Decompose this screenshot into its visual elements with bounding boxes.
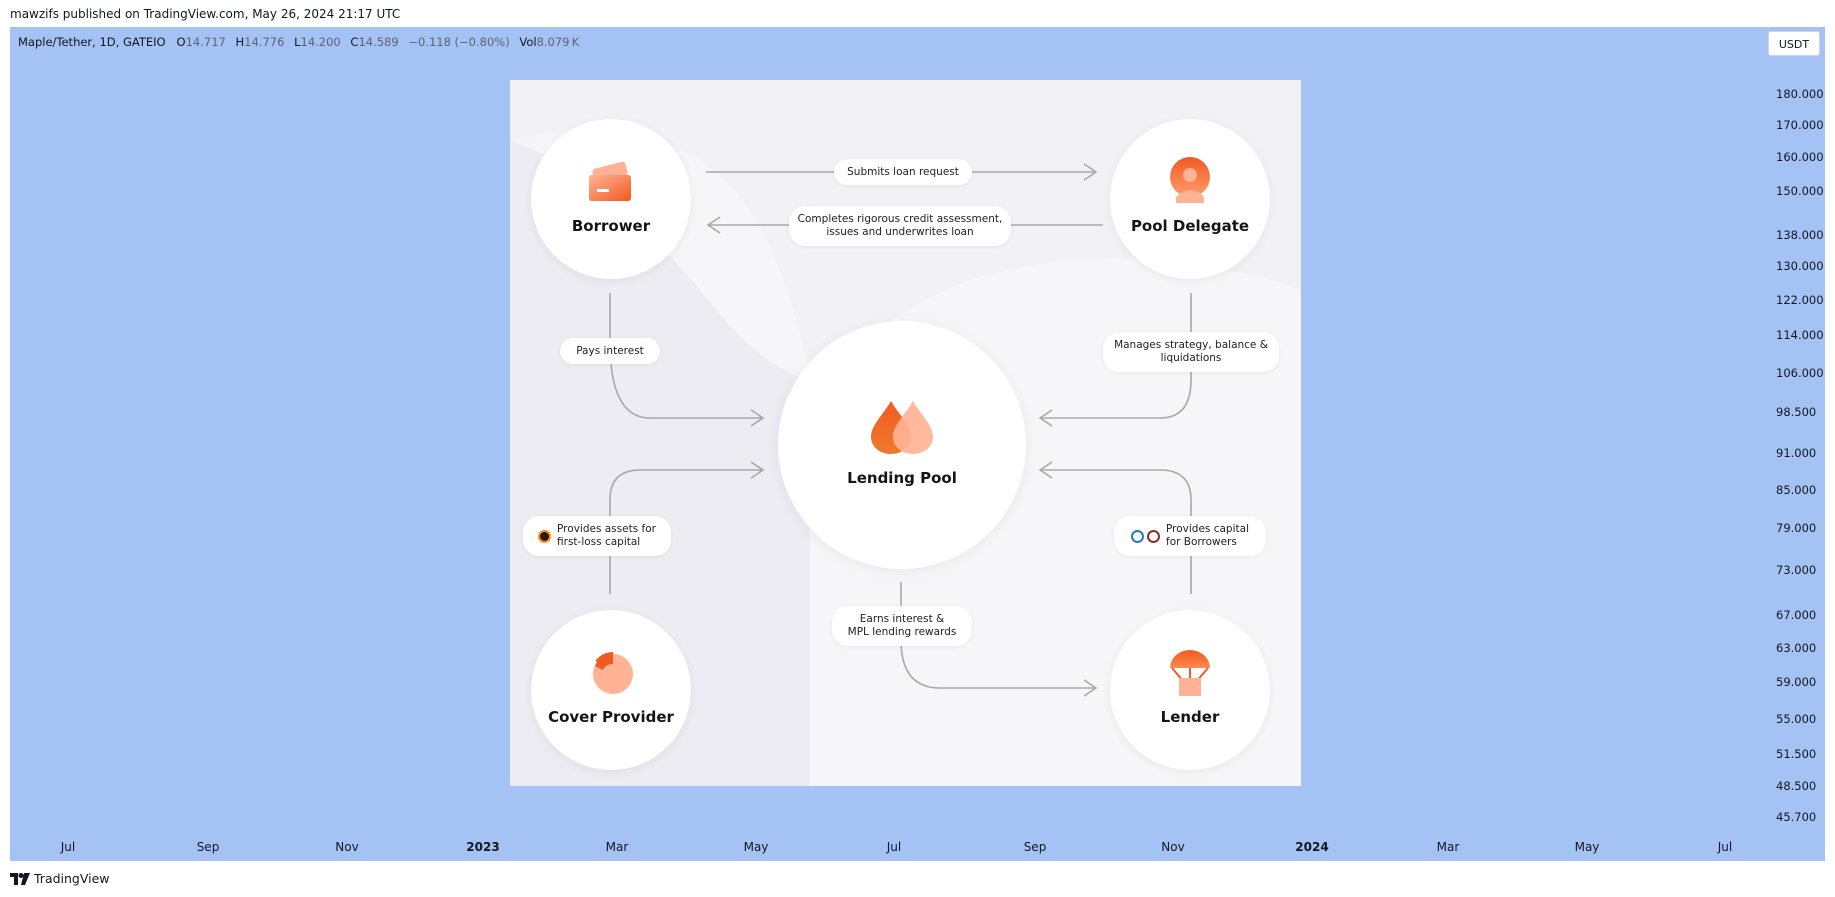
tradingview-logo[interactable]: TradingView <box>10 871 110 886</box>
price-axis-label: 130.000 <box>1776 259 1824 273</box>
close-value: 14.589 <box>358 35 399 49</box>
price-axis-label: 91.000 <box>1776 446 1817 460</box>
low-label: L <box>294 35 301 49</box>
time-axis-label: Sep <box>1023 840 1047 854</box>
price-axis-label: 150.000 <box>1776 184 1824 198</box>
provides-capital-text: Provides capital for Borrowers <box>1166 523 1249 549</box>
pool-delegate-node: Pool Delegate <box>1110 119 1270 279</box>
pie-icon <box>593 652 633 694</box>
manages-line2: liquidations <box>1160 352 1222 364</box>
tradingview-brand: TradingView <box>34 871 110 886</box>
open-value: 14.717 <box>185 35 226 49</box>
price-axis-label: 85.000 <box>1776 483 1817 497</box>
time-axis-label: Jul <box>1717 840 1733 854</box>
pays-interest-text: Pays interest <box>576 344 644 357</box>
pill-submits-loan: Submits loan request <box>834 159 972 185</box>
provides-capital-line2: for Borrowers <box>1166 536 1237 548</box>
price-axis-label: 122.000 <box>1776 293 1824 307</box>
price-axis-label: 45.700 <box>1776 810 1817 824</box>
lender-node: Lender <box>1110 610 1270 770</box>
price-axis-label: 138.000 <box>1776 228 1824 242</box>
submits-loan-text: Submits loan request <box>847 165 959 178</box>
credit-assessment-line1: Completes rigorous credit assessment, <box>797 213 1003 225</box>
price-axis-label: 55.000 <box>1776 712 1817 726</box>
time-axis-label: Nov <box>1161 840 1185 854</box>
cover-provider-label: Cover Provider <box>548 708 674 726</box>
pill-earns-interest: Earns interest & MPL lending rewards <box>832 606 972 646</box>
lender-label: Lender <box>1160 708 1220 726</box>
arrow-provides-capital <box>1040 469 1192 594</box>
symbol-name[interactable]: Maple/Tether, 1D, GATEIO <box>18 35 166 49</box>
borrower-label: Borrower <box>571 217 651 235</box>
usdc-icon <box>1131 529 1144 543</box>
pool-delegate-label: Pool Delegate <box>1130 217 1250 235</box>
volume-value: 8.079 K <box>536 35 580 49</box>
pill-icons <box>1131 529 1160 543</box>
parachute-icon <box>1170 650 1210 696</box>
time-axis-label: 2023 <box>466 840 500 854</box>
time-axis-label: Mar <box>605 840 629 854</box>
price-axis-label: 51.500 <box>1776 747 1817 761</box>
currency-button[interactable]: USDT <box>1768 31 1820 56</box>
price-axis-label: 98.500 <box>1776 405 1817 419</box>
price-axis-label: 180.000 <box>1776 87 1824 101</box>
time-axis-label: Sep <box>196 840 220 854</box>
price-axis-label: 170.000 <box>1776 118 1824 132</box>
cover-provider-node: Cover Provider <box>531 610 691 770</box>
wallet-icon <box>589 161 631 201</box>
price-axis-label: 48.500 <box>1776 779 1817 793</box>
provides-assets-line1: Provides assets for <box>557 523 656 535</box>
high-label: H <box>235 35 245 49</box>
time-axis-label: May <box>743 840 769 854</box>
maple-lending-infographic: Borrower Pool Delegate Lending Pool Cove… <box>510 80 1301 786</box>
volume-label: Vol <box>519 35 537 49</box>
pill-credit-assessment: Completes rigorous credit assessment, is… <box>789 206 1011 246</box>
lending-pool-label: Lending Pool <box>847 469 957 487</box>
price-axis-label: 114.000 <box>1776 328 1824 342</box>
provides-capital-line1: Provides capital <box>1166 523 1249 535</box>
token-icon <box>538 529 552 543</box>
price-axis-label: 73.000 <box>1776 563 1817 577</box>
change-value: −0.118 (−0.80%) <box>408 35 510 49</box>
pill-manages-strategy: Manages strategy, balance & liquidations <box>1103 332 1279 372</box>
time-axis-label: Nov <box>335 840 359 854</box>
time-axis-label: May <box>1574 840 1600 854</box>
drops-icon <box>871 401 933 454</box>
pill-icons <box>538 529 552 543</box>
high-value: 14.776 <box>244 35 285 49</box>
pill-provides-capital: Provides capital for Borrowers <box>1114 516 1266 556</box>
close-label: C <box>350 35 359 49</box>
price-axis-label: 59.000 <box>1776 675 1817 689</box>
price-axis-label: 67.000 <box>1776 608 1817 622</box>
provides-assets-line2: first-loss capital <box>557 536 641 548</box>
published-by-line: mawzifs published on TradingView.com, Ma… <box>10 7 401 21</box>
price-axis-label: 63.000 <box>1776 641 1817 655</box>
pill-provides-assets: Provides assets for first-loss capital <box>523 516 671 556</box>
price-axis-label: 79.000 <box>1776 521 1817 535</box>
earns-line1: Earns interest & <box>859 613 945 625</box>
arrow-provides-assets <box>609 469 763 594</box>
pill-pays-interest: Pays interest <box>560 338 660 364</box>
price-axis-label: 106.000 <box>1776 366 1824 380</box>
institution-icon <box>1147 529 1160 543</box>
lending-pool-node: Lending Pool <box>778 321 1026 569</box>
arrow-manages-strategy <box>1040 293 1192 419</box>
earns-line2: MPL lending rewards <box>847 626 957 638</box>
time-axis-label: Mar <box>1436 840 1460 854</box>
symbol-legend: Maple/Tether, 1D, GATEIO O14.717 H14.776… <box>18 35 585 49</box>
borrower-node: Borrower <box>531 119 691 279</box>
price-axis-label: 160.000 <box>1776 150 1824 164</box>
manages-line1: Manages strategy, balance & <box>1114 339 1268 351</box>
time-axis-label: 2024 <box>1295 840 1329 854</box>
person-icon <box>1170 157 1210 203</box>
time-axis-label: Jul <box>886 840 902 854</box>
low-value: 14.200 <box>300 35 341 49</box>
time-axis-label: Jul <box>60 840 76 854</box>
tradingview-logo-icon <box>10 872 30 885</box>
provides-assets-text: Provides assets for first-loss capital <box>557 523 656 549</box>
open-label: O <box>176 35 186 49</box>
credit-assessment-line2: issues and underwrites loan <box>826 226 974 238</box>
